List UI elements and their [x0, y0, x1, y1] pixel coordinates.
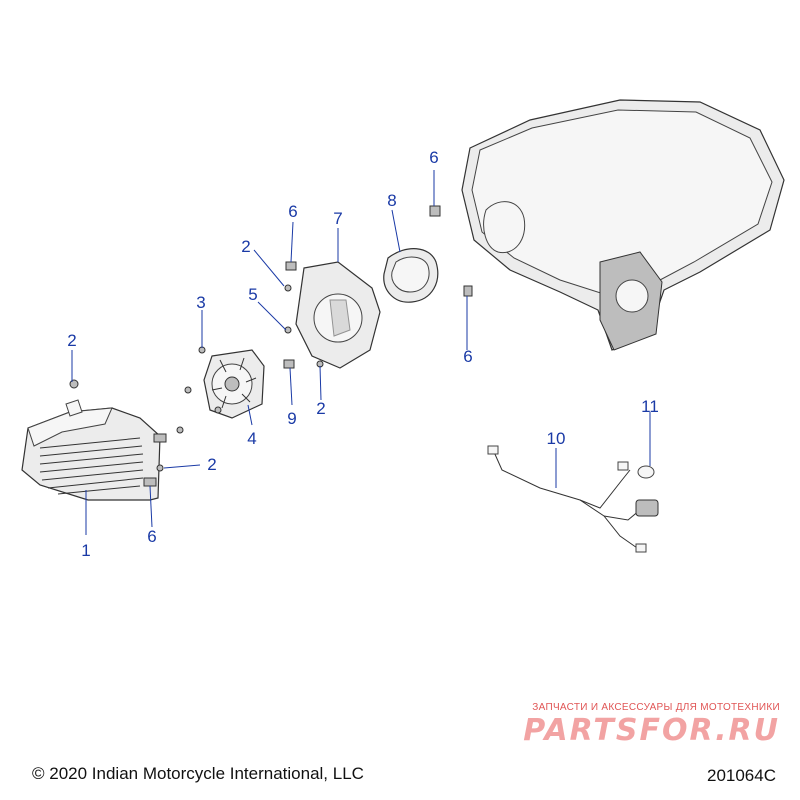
- watermark-tagline: ЗАПЧАСТИ И АКСЕССУАРЫ ДЛЯ МОТОТЕХНИКИ: [532, 702, 780, 713]
- callout-6-cover: 6: [147, 527, 156, 546]
- callout-2-screw-top: 2: [67, 331, 76, 350]
- callout-11: 11: [641, 397, 659, 416]
- callout-4: 4: [247, 429, 256, 448]
- callout-10: 10: [547, 429, 566, 448]
- callout-9: 9: [287, 409, 296, 428]
- leader-lines: [71, 170, 651, 535]
- part-housing: [461, 99, 785, 351]
- callout-8: 8: [387, 191, 396, 210]
- part-fan-assembly: [203, 349, 265, 419]
- part-wiring-harness: [487, 445, 659, 553]
- hardware: [69, 205, 473, 487]
- drawing-code: 201064C: [706, 766, 776, 785]
- callout-2-screw-cover: 2: [207, 455, 216, 474]
- callout-2-screw-shroud: 2: [241, 237, 250, 256]
- callout-labels: 1 2 2 2 2 3 4 5 6 6 6 6 7 8 9 10 11: [67, 148, 659, 560]
- part-gasket: [383, 248, 439, 303]
- watermark-brand: PARTSFOR.RU: [523, 713, 780, 748]
- watermark: ЗАПЧАСТИ И АКСЕССУАРЫ ДЛЯ МОТОТЕХНИКИ PA…: [480, 702, 780, 748]
- callout-6-shroud: 6: [288, 202, 297, 221]
- callout-7: 7: [333, 209, 342, 228]
- part-grommet: [637, 465, 655, 479]
- callout-6-housing-top: 6: [429, 148, 438, 167]
- copyright-text: © 2020 Indian Motorcycle International, …: [32, 764, 364, 783]
- callout-3: 3: [196, 293, 205, 312]
- callout-5: 5: [248, 285, 257, 304]
- callout-2-screw-lower: 2: [316, 399, 325, 418]
- part-lower-cover: [21, 399, 161, 501]
- part-fan-shroud: [295, 261, 381, 369]
- callout-6-housing-side: 6: [463, 347, 472, 366]
- callout-1: 1: [81, 541, 90, 560]
